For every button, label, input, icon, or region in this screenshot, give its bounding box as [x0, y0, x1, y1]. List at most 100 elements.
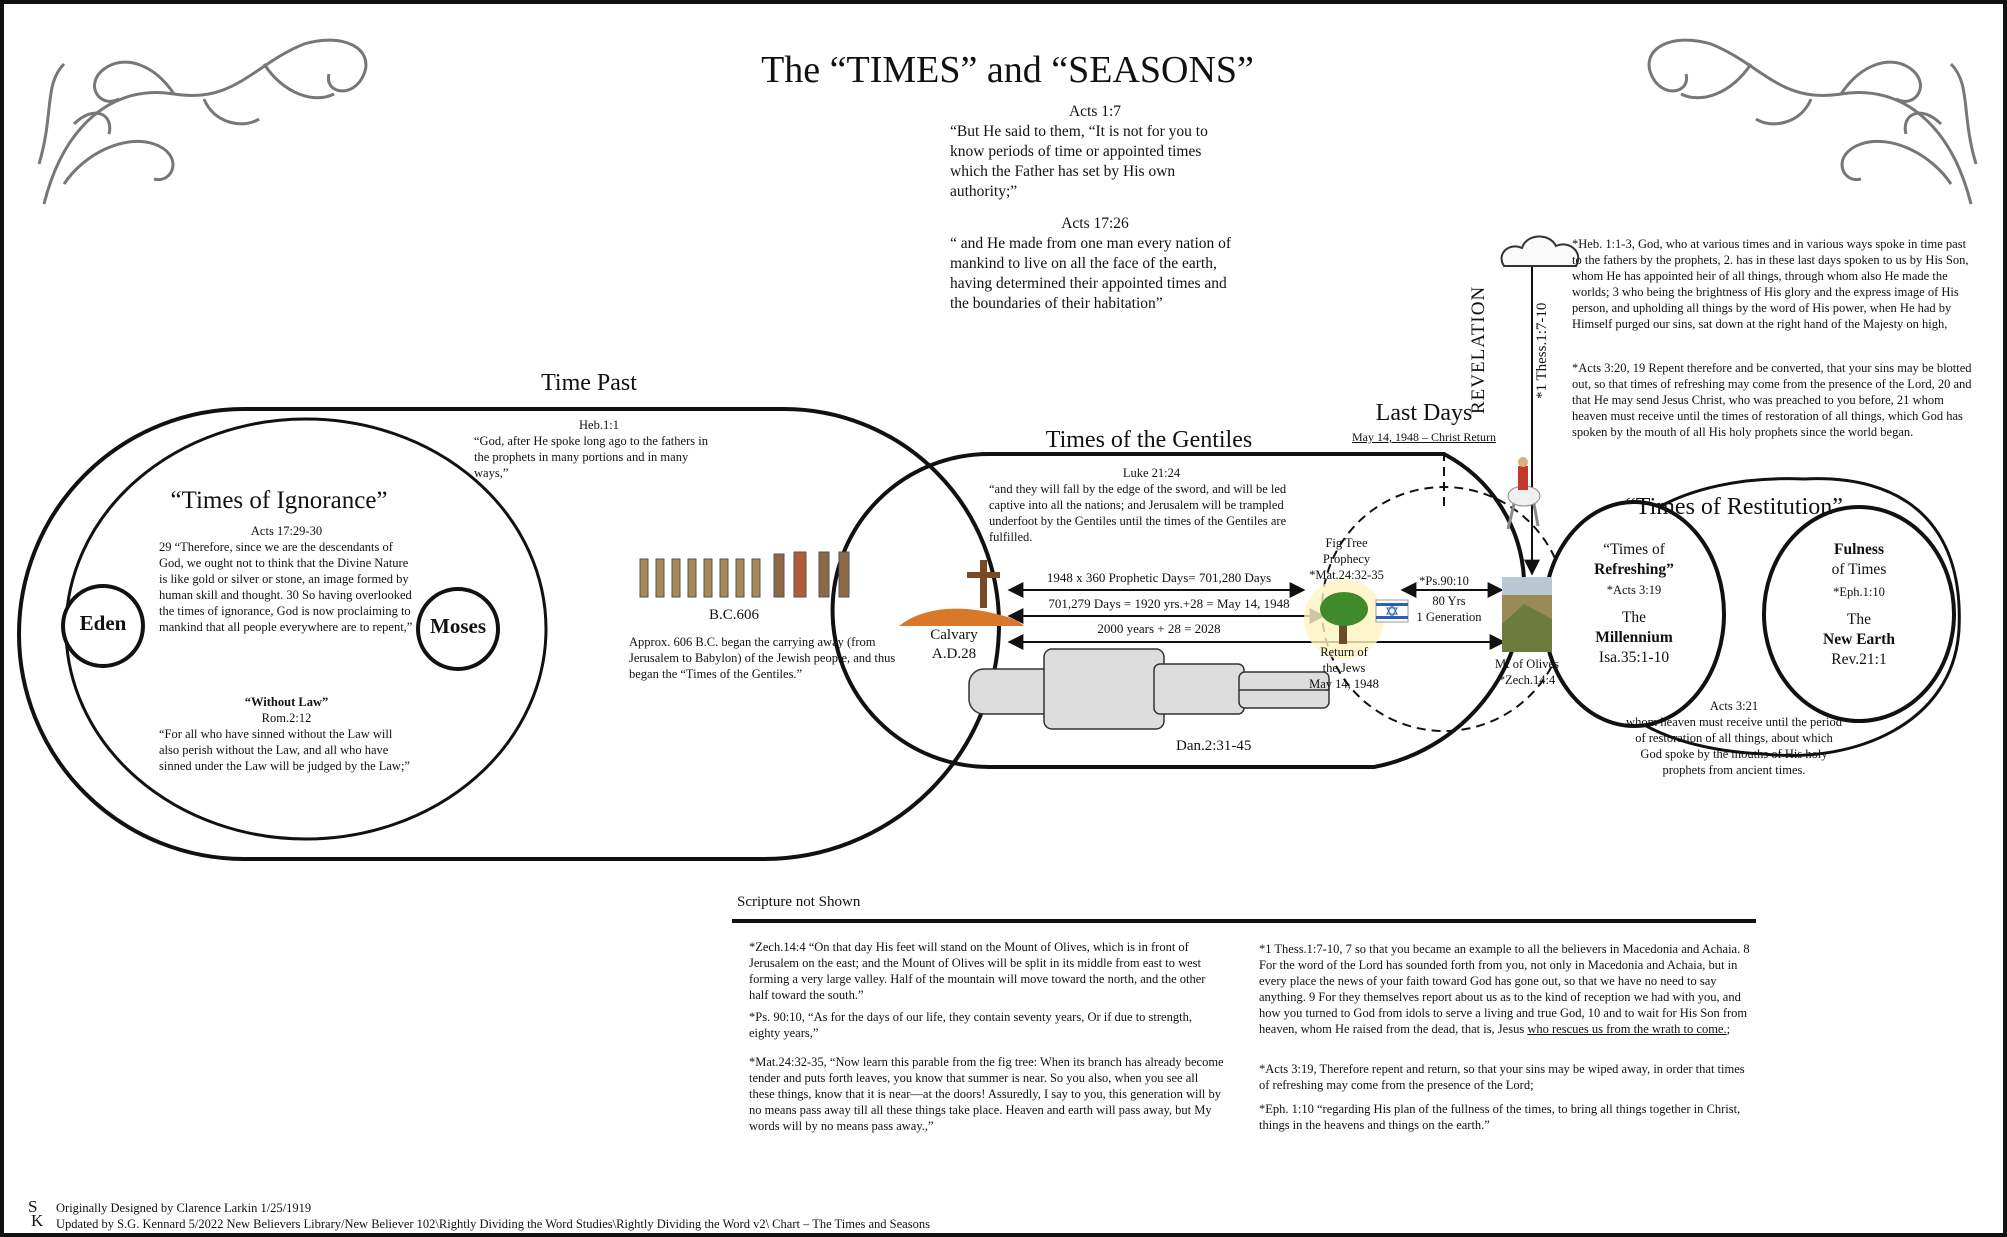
- timeline-line2: 701,279 Days = 1920 yrs.+28 = May 14, 19…: [1048, 596, 1290, 611]
- rev-21-ref: Rev.21:1: [1831, 651, 1887, 668]
- fulness-l3: The: [1846, 611, 1872, 628]
- time-past-heading: Time Past: [541, 370, 637, 396]
- gentiles-outline: [830, 452, 1527, 769]
- revelation-label: REVELATION: [1468, 285, 1489, 414]
- fig-tree-l3: *Mat.24:32-35: [1309, 568, 1384, 582]
- mt-olives-label: Mt of Olives *Zech.14:4: [1482, 656, 1572, 688]
- heb-1-1-ref: Heb.1:1: [579, 418, 619, 432]
- eph-1-10-ref: *Eph.1:10: [1833, 585, 1885, 599]
- ps-90-ref: *Ps.90:10: [1419, 574, 1469, 588]
- isa-35-ref: Isa.35:1-10: [1598, 649, 1670, 666]
- footer-credits: Originally Designed by Clarence Larkin 1…: [56, 1200, 1156, 1232]
- calvary-line2: A.D.28: [931, 646, 977, 662]
- acts-17-29-quote: Acts 17:29-30 29 “Therefore, since we ar…: [159, 523, 414, 635]
- thess-note-end: ;: [1726, 1022, 1731, 1036]
- without-law-heading: “Without Law”: [244, 695, 329, 709]
- footer-line2: Updated by S.G. Kennard 5/2022 New Belie…: [56, 1217, 930, 1231]
- footer-line1: Originally Designed by Clarence Larkin 1…: [56, 1201, 312, 1215]
- refreshing-l3: The: [1621, 609, 1647, 626]
- statue-icon: [968, 648, 1330, 730]
- thess-note: *1 Thess.1:7-10, 7 so that you became an…: [1259, 941, 1754, 1037]
- return-jews-l3: May 14, 1948: [1309, 677, 1379, 691]
- rom-2-12-ref: Rom.2:12: [261, 711, 312, 725]
- eph-1-10-note: *Eph. 1:10 “regarding His plan of the fu…: [1259, 1102, 1741, 1132]
- acts-17-29-text: 29 “Therefore, since we are the descenda…: [159, 540, 413, 634]
- mt-olives-l1: Mt of Olives: [1495, 657, 1559, 671]
- revelation-ref: *1 Thess.1:7-10: [1534, 302, 1550, 399]
- acts-17-26-text: “ and He made from one man every nation …: [950, 235, 1232, 312]
- diagram-lines: [17, 38, 1978, 923]
- restitution-outline: [1582, 477, 1961, 757]
- acts-3-21-ref: Acts 3:21: [1709, 699, 1759, 713]
- ignorance-heading: “Times of Ignorance”: [170, 487, 388, 514]
- sk-logo: S K: [28, 1197, 44, 1230]
- ps-90-l2: 1 Generation: [1416, 610, 1482, 624]
- eden-label: Eden: [79, 611, 127, 635]
- fulness-l2: of Times: [1831, 561, 1887, 578]
- acts-3-20-note: *Acts 3:20, 19 Repent therefore and be c…: [1572, 361, 1972, 439]
- luke-21-24-quote: Luke 21:24 “and they will fall by the ed…: [989, 465, 1314, 545]
- acts-3-21-quote: Acts 3:21 whom heaven must receive until…: [1624, 698, 1844, 778]
- mat-24-note: *Mat.24:32-35, “Now learn this parable f…: [749, 1055, 1224, 1133]
- refreshing-block: “Times of Refreshing” *Acts 3:19 The Mil…: [1564, 540, 1704, 668]
- acts-1-7-ref: Acts 1:7: [1068, 103, 1122, 120]
- moses-label: Moses: [430, 614, 486, 638]
- luke-21-24-ref: Luke 21:24: [1122, 466, 1181, 480]
- acts-17-26-ref: Acts 17:26: [1061, 215, 1129, 232]
- cloud-icon: [1500, 235, 1580, 267]
- acts-1-7-text: “But He said to them, “It is not for you…: [950, 123, 1208, 200]
- thess-note-text: *1 Thess.1:7-10, 7 so that you became an…: [1259, 942, 1750, 1036]
- time-past-outline: [17, 407, 1002, 861]
- calvary-label: Calvary A.D.28: [914, 626, 994, 664]
- zech-14-4-note: *Zech.14:4 “On that day His feet will st…: [749, 940, 1206, 1002]
- acts-17-26-quote: Acts 17:26 “ and He made from one man ev…: [950, 214, 1240, 314]
- eden-circle: [61, 584, 145, 668]
- ps-90-10-note: *Ps. 90:10, “As for the days of our life…: [749, 1010, 1192, 1040]
- captives-procession-icon: [639, 551, 850, 598]
- luke-21-24-text: “and they will fall by the edge of the s…: [989, 482, 1287, 544]
- heb-1-1-text: “God, after He spoke long ago to the fat…: [474, 434, 708, 480]
- sk-logo-s: S: [28, 1197, 38, 1216]
- ps-90-l1: 80 Yrs: [1432, 594, 1466, 608]
- refreshing-l2: Refreshing”: [1594, 561, 1674, 578]
- fulness-circle: [1762, 505, 1956, 723]
- left-ornament-icon: [37, 38, 368, 205]
- calvary-hill-icon: [899, 560, 1024, 626]
- page-title: The “TIMES” and “SEASONS”: [761, 49, 1254, 91]
- scripture-not-shown-heading: Scripture not Shown: [737, 894, 861, 910]
- gentiles-heading: Times of the Gentiles: [1045, 427, 1253, 453]
- fulness-block: Fulness of Times *Eph.1:10 The New Earth…: [1789, 540, 1929, 670]
- israel-flag-icon: [1375, 599, 1409, 623]
- moses-circle: [416, 587, 500, 671]
- acts-17-29-ref: Acts 17:29-30: [250, 524, 323, 538]
- bc606-text: Approx. 606 B.C. began the carrying away…: [629, 635, 896, 681]
- mount-of-olives-icon: [1502, 577, 1552, 652]
- calvary-line1: Calvary: [930, 627, 978, 643]
- last-days-heading: Last Days: [1375, 400, 1473, 426]
- return-jews-label: Return of the Jews May 14, 1948: [1294, 644, 1394, 692]
- rom-2-12-text: “For all who have sinned without the Law…: [159, 727, 410, 773]
- bc606-label: B.C.606: [708, 607, 759, 623]
- heb-note: *Heb. 1:1-3, God, who at various times a…: [1572, 237, 1969, 331]
- thess-note-underlined: who rescues us from the wrath to come.: [1527, 1022, 1727, 1036]
- ps-90-label: 80 Yrs 1 Generation: [1404, 593, 1494, 625]
- fulness-l1: Fulness: [1834, 541, 1884, 558]
- return-jews-l2: the Jews: [1322, 661, 1366, 675]
- acts-3-21-text: whom heaven must receive until the perio…: [1626, 715, 1842, 777]
- return-jews-l1: Return of: [1320, 645, 1368, 659]
- timeline-line1: 1948 x 360 Prophetic Days= 701,280 Days: [1046, 570, 1272, 585]
- fig-tree-icon: [1304, 579, 1384, 659]
- fig-tree-label: Fig Tree Prophecy *Mat.24:32-35: [1299, 535, 1394, 583]
- refreshing-ref: *Acts 3:19: [1606, 583, 1662, 597]
- mt-olives-l2: *Zech.14:4: [1498, 673, 1556, 687]
- rom-2-12-quote: “Without Law” Rom.2:12 “For all who have…: [159, 694, 414, 774]
- heb-1-1-quote: Heb.1:1 “God, after He spoke long ago to…: [474, 417, 724, 481]
- last-days-sub: May 14, 1948 – Christ Return: [1352, 430, 1496, 444]
- restitution-heading: “Times of Restitution”: [1625, 494, 1843, 520]
- fig-tree-l2: Prophecy: [1322, 552, 1371, 566]
- millennium-label: Millennium: [1595, 629, 1673, 646]
- fig-tree-l1: Fig Tree: [1325, 536, 1368, 550]
- refreshing-l1: “Times of: [1603, 541, 1665, 558]
- sk-logo-k: K: [31, 1211, 44, 1230]
- timeline-line3: 2000 years + 28 = 2028: [1097, 621, 1221, 636]
